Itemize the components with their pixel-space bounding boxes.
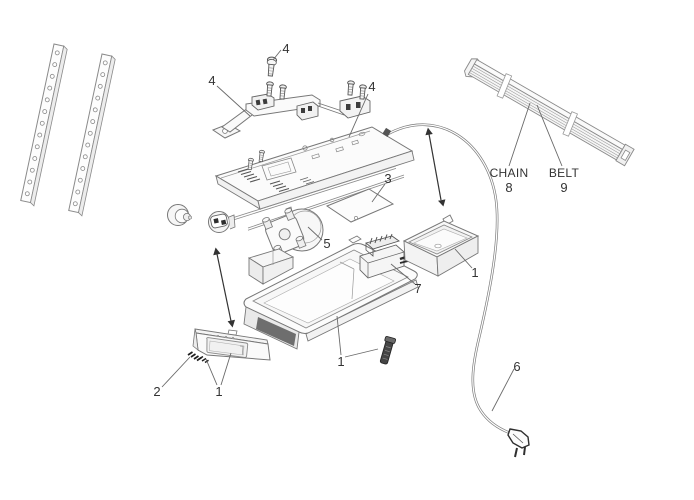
callout-light-lens-cover: 1 xyxy=(215,384,222,399)
corner-bracket xyxy=(247,248,295,285)
callout-cover-plate: 3 xyxy=(384,171,391,186)
rail-strap-band xyxy=(496,73,513,99)
leader-motor xyxy=(307,226,323,241)
legend: CHAIN 8 BELT 9 xyxy=(490,166,580,195)
drive-pulley xyxy=(167,204,192,226)
chain-number: 8 xyxy=(505,180,512,195)
callout-screw-top: 4 xyxy=(282,41,289,56)
bolt xyxy=(379,336,396,365)
hanging-rail-left xyxy=(19,43,69,207)
leader-lens-a xyxy=(205,358,218,386)
callout-motor: 5 xyxy=(323,236,330,251)
leader-housing-a xyxy=(336,315,342,356)
callout-chassis-panel: 4 xyxy=(368,79,375,94)
callout-labels: 4 4 4 3 5 7 1 1 1 2 6 xyxy=(153,41,520,399)
leader-springs xyxy=(161,356,191,388)
callout-main-housing: 1 xyxy=(337,354,344,369)
callout-lens-screws: 2 xyxy=(153,384,160,399)
power-cord xyxy=(382,123,511,435)
mounting-bracket xyxy=(211,80,371,139)
leader-screw-top xyxy=(272,49,282,61)
leader-lamp-box xyxy=(454,248,473,269)
leader-chassis xyxy=(348,93,369,138)
belt-label: BELT xyxy=(549,166,580,180)
leader-lens-b xyxy=(220,352,232,386)
motor xyxy=(262,206,324,258)
callout-mounting-bracket: 4 xyxy=(208,73,215,88)
cover-plate xyxy=(325,188,395,223)
callout-leaders xyxy=(161,49,563,412)
chassis-panel xyxy=(214,126,415,210)
vent-slots xyxy=(237,168,290,193)
leader-cover-plate xyxy=(371,183,386,203)
leader-cord xyxy=(491,368,515,412)
motion-arrow-box xyxy=(425,127,446,207)
lamp-cover-box xyxy=(402,214,480,277)
coupler xyxy=(208,211,236,233)
leader-housing-b xyxy=(344,348,379,358)
rail-strap-band xyxy=(562,111,578,137)
callout-lamp-cover-box: 1 xyxy=(471,265,478,280)
power-plug xyxy=(507,428,530,458)
screw-top xyxy=(266,56,278,77)
leader-bracket xyxy=(216,85,251,117)
motion-arrow-lens xyxy=(213,247,235,328)
callout-power-cord: 6 xyxy=(513,359,520,374)
hanging-rail-right xyxy=(67,53,117,217)
chain-label: CHAIN xyxy=(490,166,529,180)
leader-transformer xyxy=(390,263,416,285)
leader-belt xyxy=(536,104,563,167)
light-lens-cover xyxy=(192,328,271,361)
belt-number: 9 xyxy=(560,180,567,195)
callout-transformer: 7 xyxy=(414,281,421,296)
leader-chain xyxy=(508,102,531,167)
chain-belt-rail xyxy=(464,58,635,167)
